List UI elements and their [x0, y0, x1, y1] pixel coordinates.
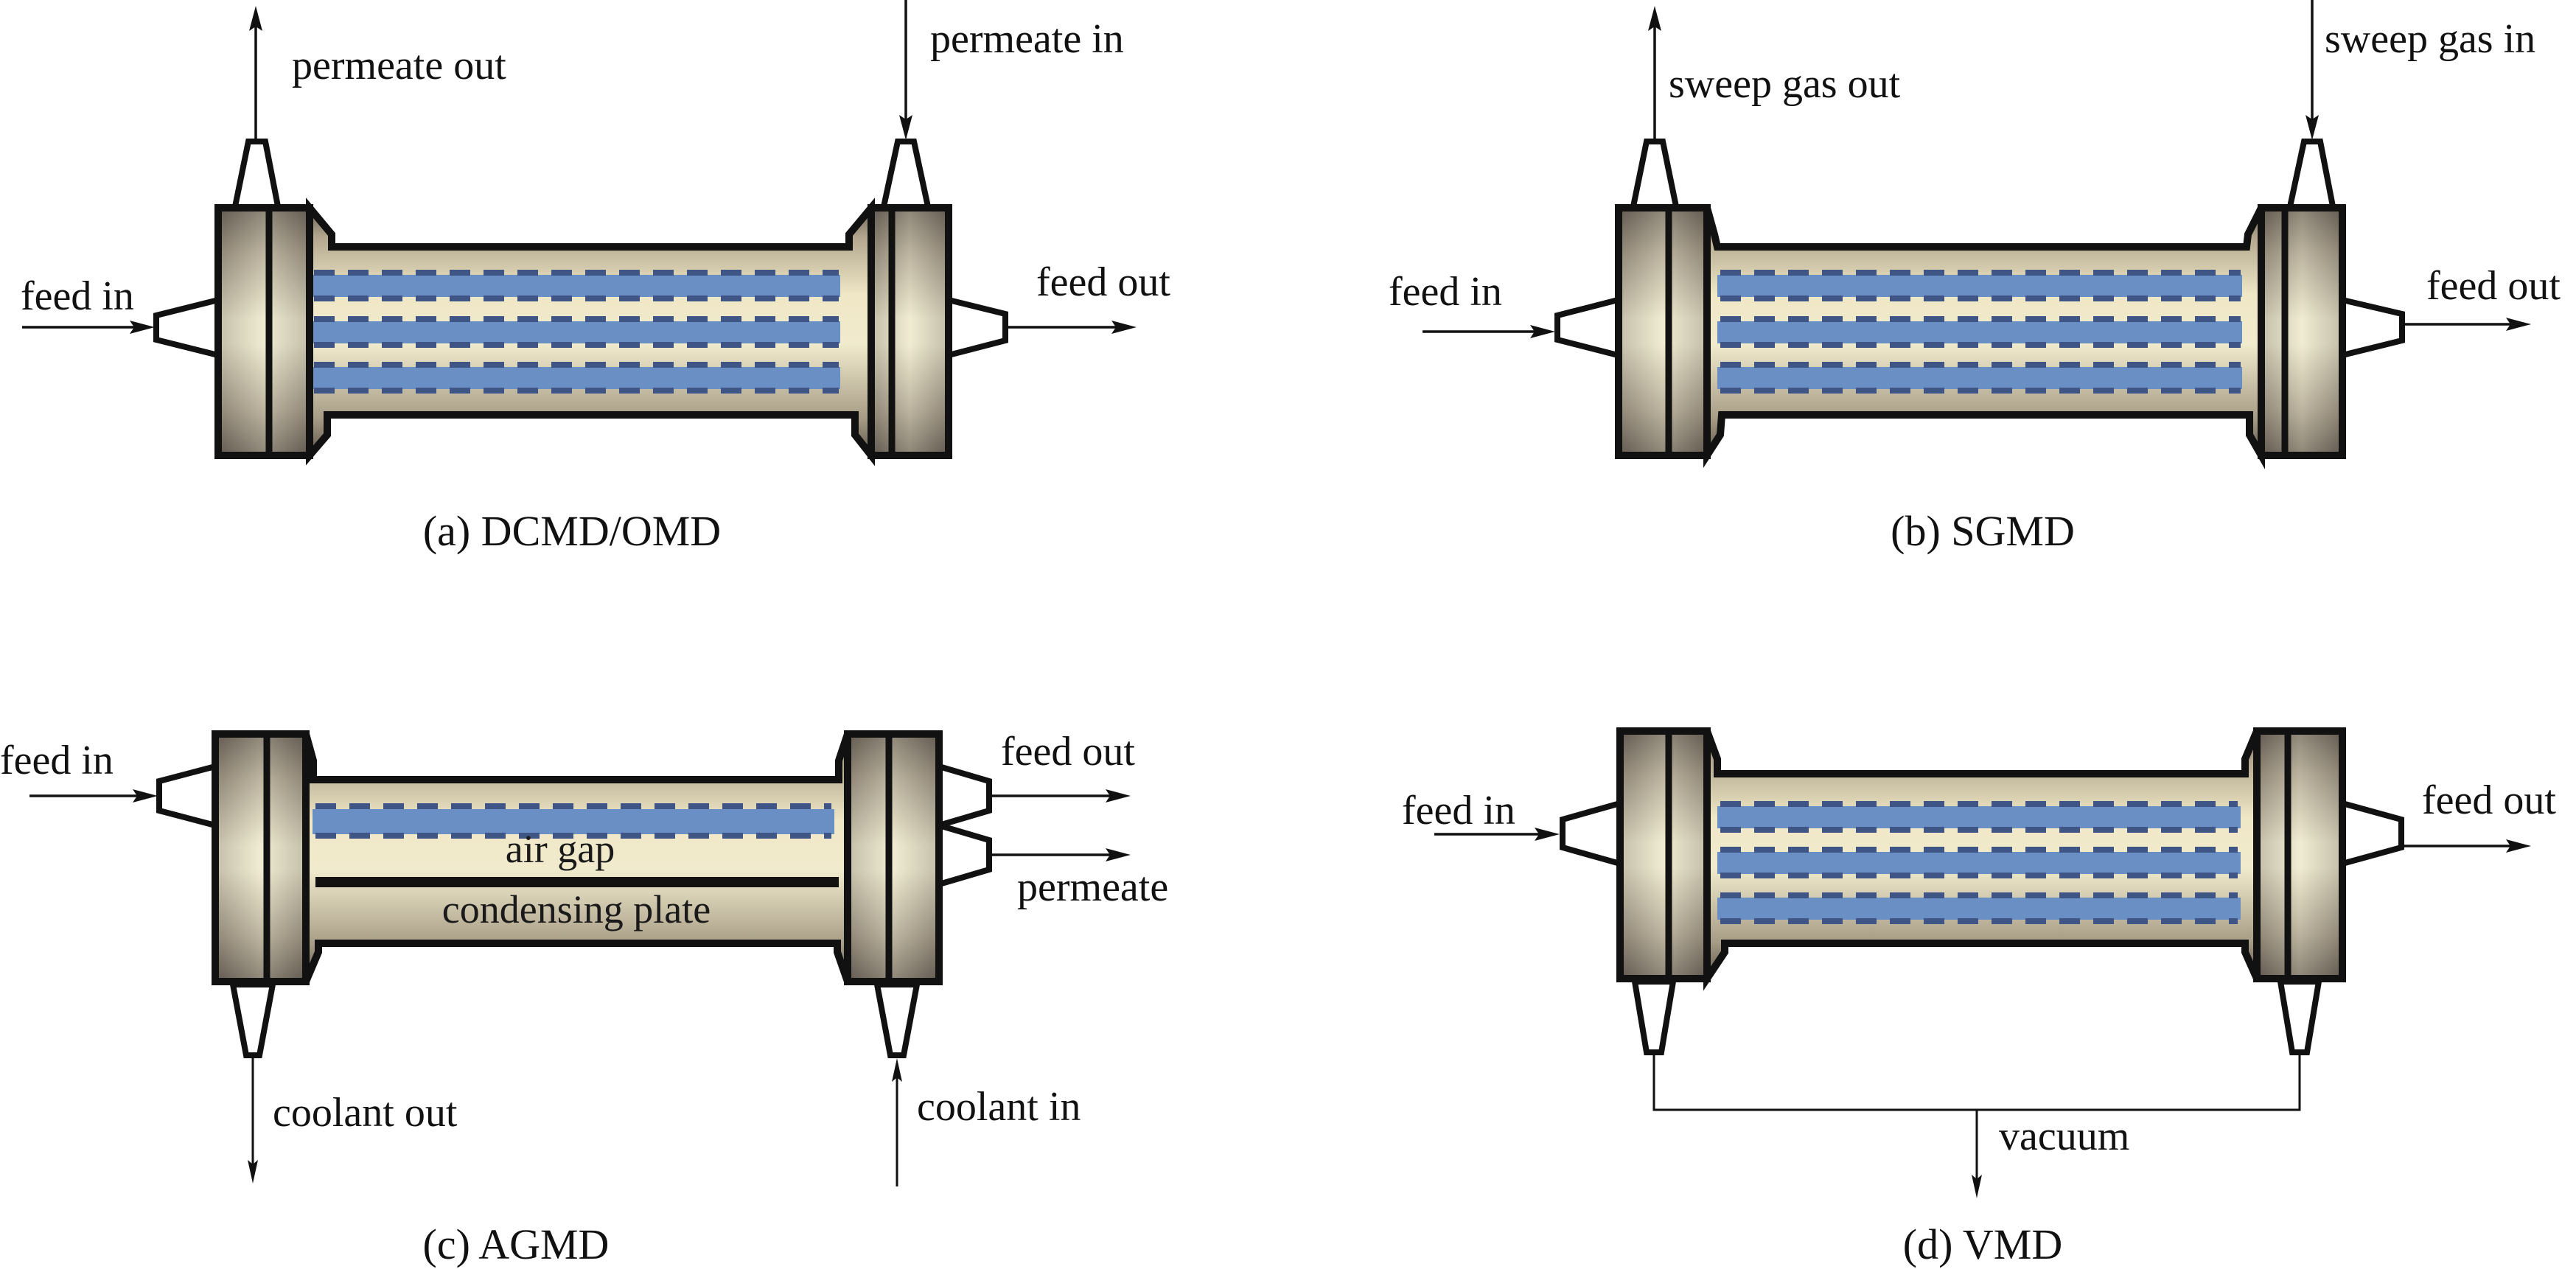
- nozzle-bottom-left: [1631, 979, 1677, 1055]
- label-sweep-gas-out: sweep gas out: [1669, 61, 1901, 107]
- flange-right: [2253, 727, 2346, 982]
- flange-left: [212, 730, 310, 985]
- nozzle-right-bottom: [936, 821, 992, 889]
- nozzle-bottom-right: [2277, 979, 2322, 1055]
- arrowhead-vacuum: [1972, 1175, 1982, 1198]
- arrowhead-permeate: [1106, 848, 1131, 861]
- label-vacuum: vacuum: [1999, 1114, 2129, 1159]
- label-permeate-out: permeate out: [292, 43, 506, 88]
- label-coolant-out: coolant out: [273, 1090, 458, 1136]
- nozzle-top-left: [231, 139, 282, 213]
- arrowhead-coolant-in: [892, 1058, 902, 1082]
- panel-d-vmd: feed in feed out vacuum (d) VMD: [1402, 727, 2556, 1268]
- nozzle-right: [2339, 799, 2404, 868]
- arrowhead-feed-out: [2506, 318, 2531, 331]
- caption-d: (d) VMD: [1903, 1220, 2062, 1268]
- label-feed-in: feed in: [0, 738, 114, 783]
- nozzle-top-right: [879, 139, 932, 213]
- nozzle-bottom-right: [873, 982, 921, 1058]
- caption-b: (b) SGMD: [1891, 507, 2075, 555]
- arrowhead-feed-out: [1106, 789, 1131, 803]
- label-sweep-gas-in: sweep gas in: [2325, 16, 2535, 62]
- panel-b-sgmd: sweep gas out sweep gas in feed in feed …: [1389, 0, 2561, 555]
- label-feed-in: feed in: [21, 273, 134, 319]
- label-air-gap: air gap: [506, 827, 615, 871]
- arrowhead-sweep-gas-out: [1648, 6, 1661, 31]
- arrowhead-permeate-out: [249, 6, 262, 31]
- condensing-plate-line: [315, 877, 839, 887]
- label-feed-in: feed in: [1402, 788, 1515, 833]
- arrowhead-feed-in: [130, 321, 155, 334]
- membrane-fibers: [311, 270, 840, 394]
- label-permeate-in: permeate in: [930, 16, 1124, 62]
- label-feed-in: feed in: [1389, 269, 1502, 315]
- flange-right: [2258, 204, 2346, 459]
- caption-a: (a) DCMD/OMD: [423, 507, 721, 555]
- label-feed-out: feed out: [1036, 259, 1170, 305]
- arrowhead-coolant-out: [248, 1160, 258, 1184]
- arrowhead-feed-in: [1535, 828, 1560, 841]
- nozzle-left: [1560, 799, 1623, 868]
- panel-a-dcmd-omd: permeate out permeate in feed in feed ou…: [21, 0, 1170, 555]
- label-feed-out: feed out: [2422, 777, 2556, 823]
- flange-right: [844, 730, 943, 985]
- nozzle-right: [946, 296, 1008, 360]
- arrowhead-sweep-gas-in: [2306, 115, 2319, 140]
- nozzle-left: [153, 296, 221, 360]
- membrane-fiber: [313, 803, 834, 839]
- nozzle-top-left: [1629, 139, 1680, 213]
- vacuum-manifold-line: [1652, 1052, 2301, 1111]
- arrowhead-feed-out: [2506, 839, 2531, 853]
- arrowhead-feed-in: [1530, 325, 1555, 338]
- flange-right: [868, 204, 952, 459]
- label-permeate: permeate: [1017, 864, 1168, 910]
- nozzle-bottom-left: [229, 982, 276, 1058]
- arrowhead-feed-out: [1111, 321, 1137, 334]
- nozzle-left: [1554, 296, 1621, 360]
- flange-left: [1616, 727, 1711, 982]
- nozzle-right: [2339, 296, 2405, 360]
- arrowhead-feed-in: [133, 789, 158, 803]
- arrowhead-permeate-in: [899, 115, 912, 140]
- nozzle-right-top: [936, 762, 992, 830]
- flange-left: [214, 204, 313, 459]
- membrane-fibers: [1717, 270, 2242, 394]
- membrane-fibers: [1717, 801, 2241, 924]
- label-coolant-in: coolant in: [917, 1084, 1081, 1130]
- caption-c: (c) AGMD: [423, 1220, 610, 1268]
- label-feed-out: feed out: [1001, 729, 1135, 775]
- label-condensing-plate: condensing plate: [442, 887, 711, 931]
- label-feed-out: feed out: [2426, 263, 2561, 309]
- nozzle-left: [156, 762, 218, 830]
- panel-c-agmd: air gap condensing plate feed in feed ou…: [0, 729, 1168, 1268]
- nozzle-top-right: [2286, 139, 2337, 213]
- flange-left: [1615, 204, 1711, 459]
